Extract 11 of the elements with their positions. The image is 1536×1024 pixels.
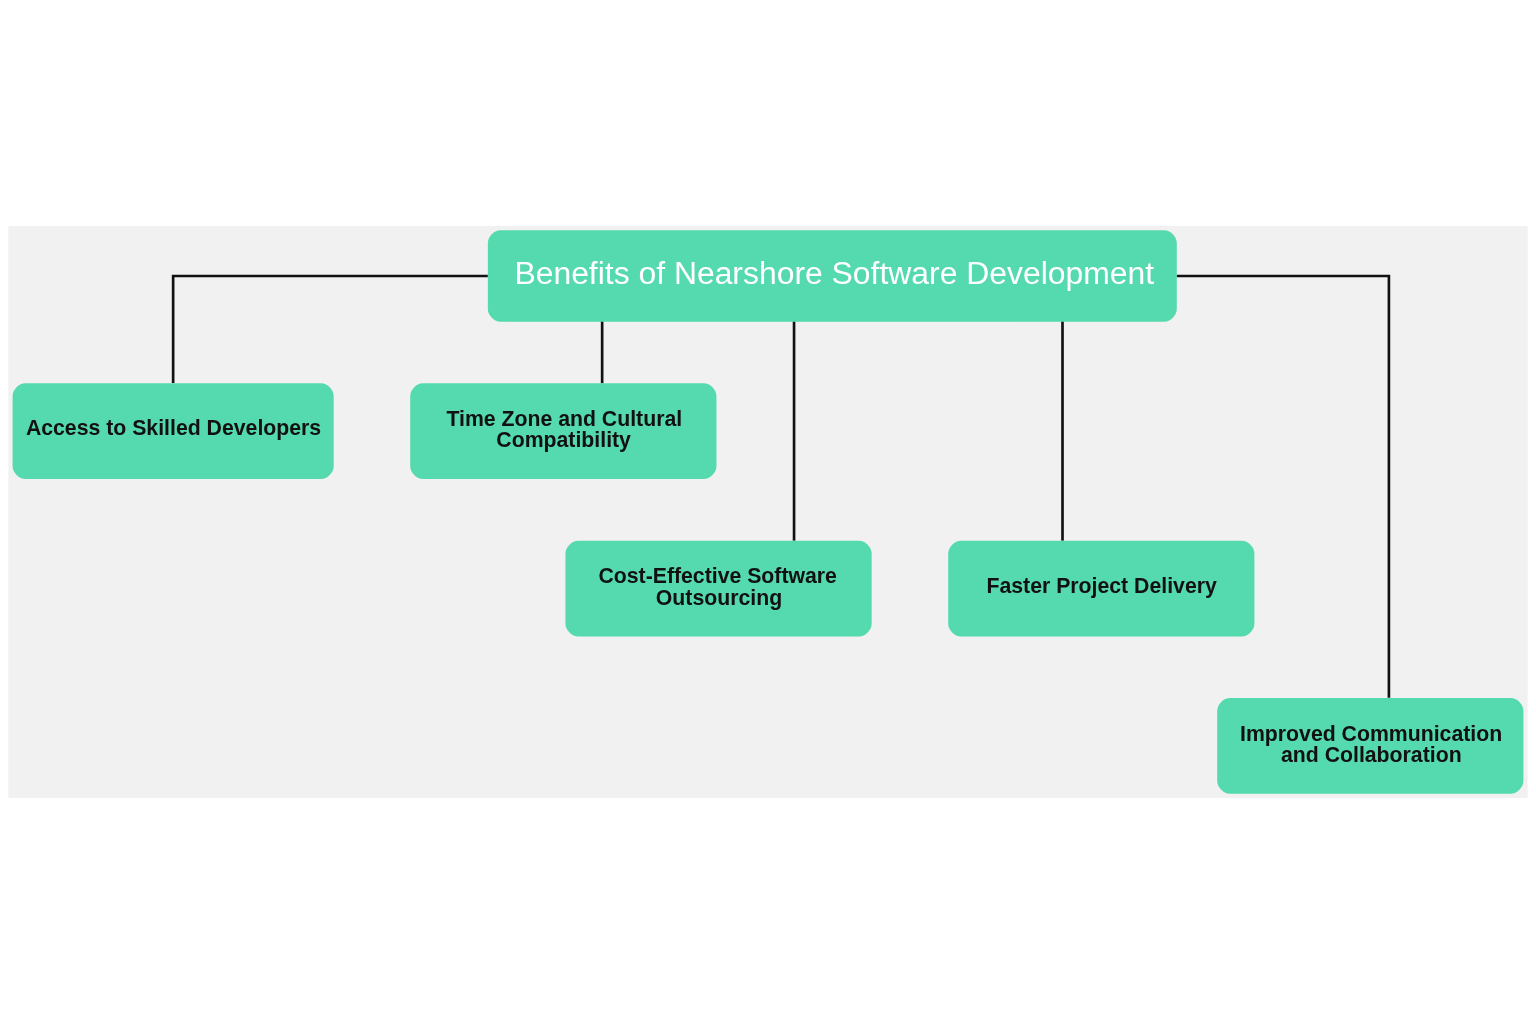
- connector: [171, 274, 488, 383]
- node-box: Faster Project Delivery: [948, 540, 1255, 637]
- connector: [1176, 274, 1391, 698]
- node-box: Access to Skilled Developers: [12, 383, 334, 480]
- connector: [600, 321, 604, 384]
- connector: [792, 321, 796, 541]
- node-box: Time Zone and Cultural Compatibility: [410, 383, 717, 480]
- connector: [1061, 321, 1064, 541]
- node-box: Cost-Effective Software Outsourcing: [565, 540, 872, 637]
- node-box: Improved Communication and Collaboration: [1217, 698, 1524, 794]
- node-box: Benefits of Nearshore Software Development: [487, 230, 1177, 322]
